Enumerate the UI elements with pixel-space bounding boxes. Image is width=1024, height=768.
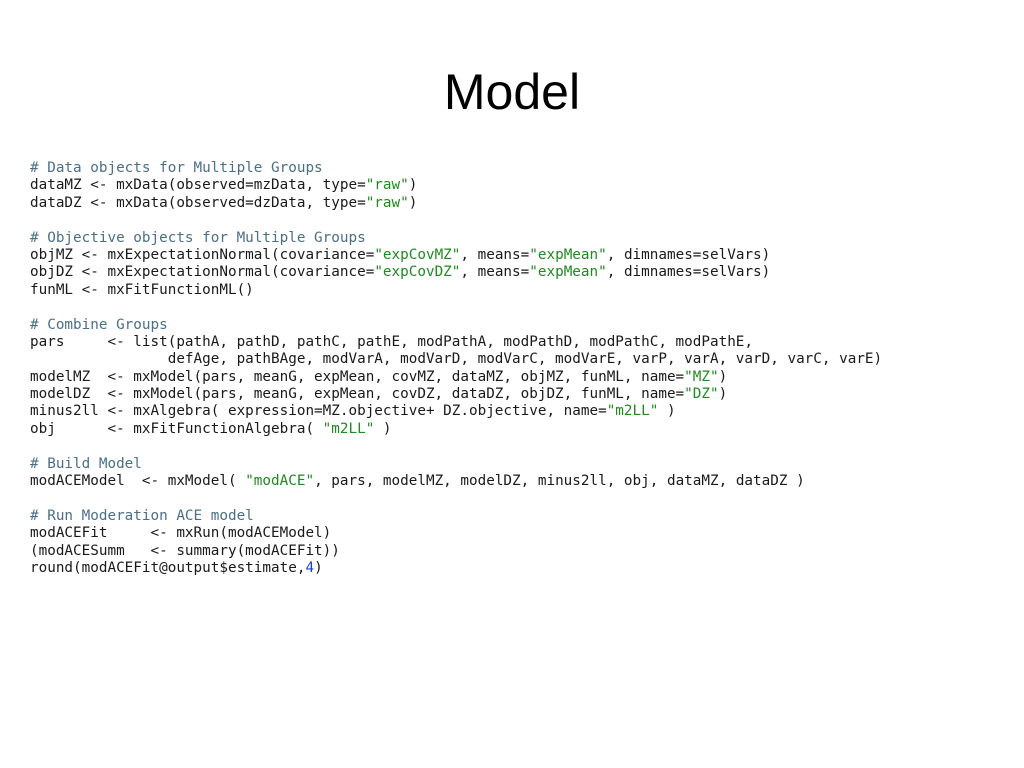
code-line: defAge, pathBAge, modVarA, modVarD, modV… [30,351,1010,368]
code-text: ) [718,386,728,403]
code-text: obj <- mxFitFunctionAlgebra( [30,420,323,437]
code-text: , means= [460,246,530,263]
code-string: "DZ" [684,386,719,403]
code-line: minus2ll <- mxAlgebra( expression=MZ.obj… [30,403,1010,420]
code-text: , pars, modelMZ, modelDZ, minus2ll, obj,… [314,473,805,490]
code-text: dataMZ <- mxData(observed=mzData, type= [30,177,366,194]
code-string: "m2LL" [606,403,659,420]
code-text: objMZ <- mxExpectationNormal(covariance= [30,246,375,263]
code-line: obj <- mxFitFunctionAlgebra( "m2LL" ) [30,421,1010,438]
code-blank-line [30,299,1010,316]
code-text: ) [408,194,418,211]
code-line: modACEModel <- mxModel( "modACE", pars, … [30,473,1010,490]
code-text: defAge, pathBAge, modVarA, modVarD, modV… [30,351,883,368]
code-text: , dimnames=selVars) [606,246,771,263]
code-text: ) [718,368,728,385]
code-comment: # Run Moderation ACE model [30,507,254,524]
code-string: "raw" [365,194,409,211]
code-text: modACEModel <- mxModel( [30,473,246,490]
code-text: ) [314,559,323,576]
code-string: "expMean" [529,246,607,263]
code-line: dataDZ <- mxData(observed=dzData, type="… [30,195,1010,212]
code-number: 4 [305,559,315,576]
code-line: modACEFit <- mxRun(modACEModel) [30,525,1010,542]
code-string: "raw" [365,177,409,194]
code-text: , dimnames=selVars) [606,264,771,281]
code-text: minus2ll <- mxAlgebra( expression=MZ.obj… [30,403,607,420]
code-line: round(modACEFit@output$estimate,4) [30,560,1010,577]
code-string: "m2LL" [322,420,375,437]
code-blank-line [30,438,1010,455]
code-comment: # Build Model [30,455,142,472]
code-string: "modACE" [245,473,315,490]
code-text: objDZ <- mxExpectationNormal(covariance= [30,264,375,281]
code-blank-line [30,490,1010,507]
code-line: # Objective objects for Multiple Groups [30,230,1010,247]
code-string: "expCovMZ" [374,246,461,263]
code-line: funML <- mxFitFunctionML() [30,282,1010,299]
code-text: round(modACEFit@output$estimate, [30,559,306,576]
code-line: objDZ <- mxExpectationNormal(covariance=… [30,264,1010,281]
code-comment: # Combine Groups [30,316,168,333]
code-line: pars <- list(pathA, pathD, pathC, pathE,… [30,334,1010,351]
code-line: objMZ <- mxExpectationNormal(covariance=… [30,247,1010,264]
code-text: modelDZ <- mxModel(pars, meanG, expMean,… [30,386,685,403]
code-string: "expMean" [529,264,607,281]
code-blank-line [30,212,1010,229]
code-text: modACEFit <- mxRun(modACEModel) [30,525,332,542]
code-line: # Data objects for Multiple Groups [30,160,1010,177]
code-text: ) [408,177,418,194]
code-text: ) [374,420,392,437]
code-line: dataMZ <- mxData(observed=mzData, type="… [30,177,1010,194]
code-text: funML <- mxFitFunctionML() [30,281,254,298]
code-line: modelMZ <- mxModel(pars, meanG, expMean,… [30,369,1010,386]
code-text: modelMZ <- mxModel(pars, meanG, expMean,… [30,368,685,385]
code-text: (modACESumm <- summary(modACEFit)) [30,542,340,559]
code-comment: # Data objects for Multiple Groups [30,160,323,176]
code-line: # Build Model [30,456,1010,473]
code-string: "expCovDZ" [374,264,461,281]
code-text: ) [658,403,676,420]
code-text: , means= [460,264,530,281]
code-string: "MZ" [684,368,719,385]
code-comment: # Objective objects for Multiple Groups [30,229,366,246]
code-line: (modACESumm <- summary(modACEFit)) [30,543,1010,560]
code-text: dataDZ <- mxData(observed=dzData, type= [30,194,366,211]
code-line: # Combine Groups [30,317,1010,334]
code-line: modelDZ <- mxModel(pars, meanG, expMean,… [30,386,1010,403]
slide-title: Model [443,64,581,120]
code-text: pars <- list(pathA, pathD, pathC, pathE,… [30,333,754,350]
code-line: # Run Moderation ACE model [30,508,1010,525]
